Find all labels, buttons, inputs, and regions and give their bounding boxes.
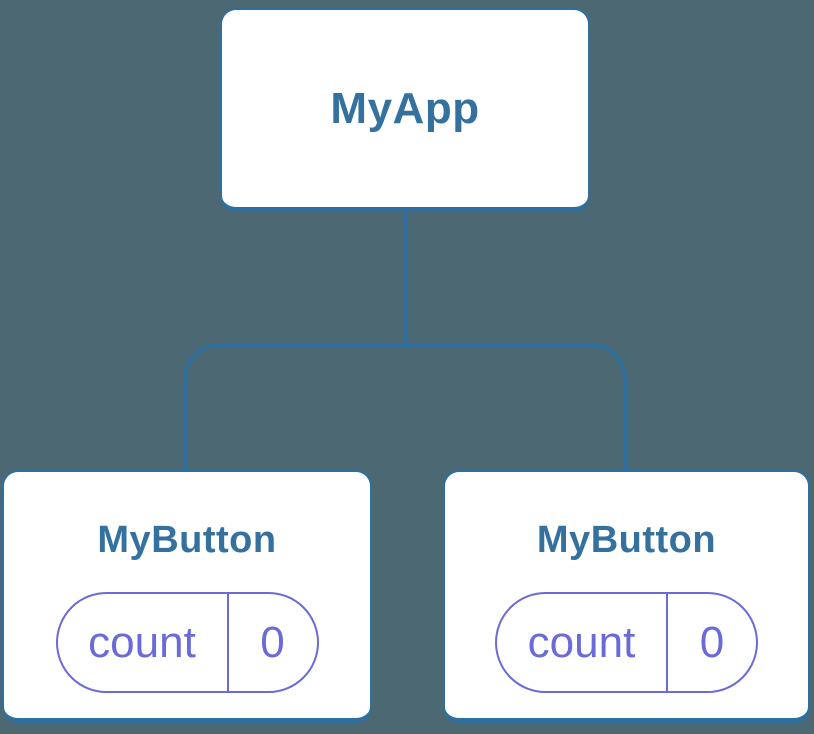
tree-node-mybutton-left: MyButton count 0 xyxy=(2,470,372,723)
state-key-label: count xyxy=(527,617,636,667)
state-value-cell: 0 xyxy=(229,594,317,691)
state-value-label: 0 xyxy=(260,617,285,667)
node-label-mybutton-left: MyButton xyxy=(97,519,277,561)
tree-node-mybutton-right: MyButton count 0 xyxy=(443,470,810,723)
connector-branch-bracket xyxy=(183,343,627,470)
state-pill-right: count 0 xyxy=(495,592,758,693)
state-key-cell: count xyxy=(497,594,668,691)
state-value-label: 0 xyxy=(699,617,725,667)
tree-node-myapp: MyApp xyxy=(220,8,590,212)
node-label-myapp: MyApp xyxy=(330,83,480,133)
state-key-cell: count xyxy=(58,594,229,691)
node-label-mybutton-right: MyButton xyxy=(536,519,717,561)
state-pill-left: count 0 xyxy=(55,592,319,693)
state-key-label: count xyxy=(88,617,196,667)
connector-stem-line xyxy=(403,210,407,347)
state-value-cell: 0 xyxy=(668,594,756,691)
